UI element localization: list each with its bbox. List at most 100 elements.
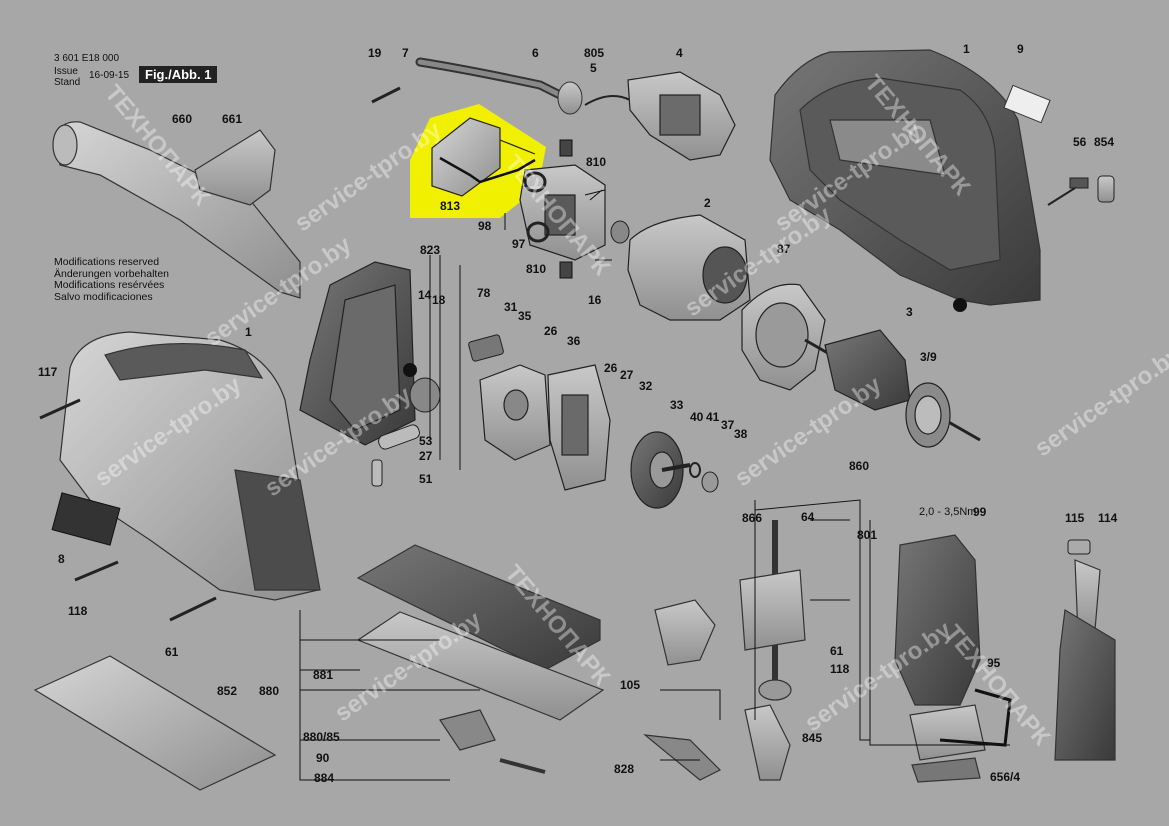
- callout-label: 6: [532, 46, 539, 60]
- part-87-fan-guide: [741, 283, 826, 391]
- note-de: Änderungen vorbehalten: [54, 267, 170, 280]
- callout-label: 3: [906, 305, 913, 319]
- callout-label: 41: [706, 410, 720, 424]
- part-1-top-housing: [769, 49, 1041, 306]
- part-661: [194, 129, 276, 206]
- callout-label: 19: [368, 46, 382, 60]
- callout-label: 27: [419, 449, 433, 463]
- callout-label: 9: [1017, 42, 1024, 56]
- part-810-brush-top: [559, 139, 573, 157]
- part-95-wire: [939, 688, 1012, 747]
- callout-label: 32: [639, 379, 653, 393]
- note-fr: Modifications resérvées: [54, 279, 165, 291]
- callout-label: 854: [1094, 135, 1115, 149]
- callout-label: 823: [420, 243, 441, 257]
- callout-label: 117: [38, 365, 58, 379]
- callout-label: 7: [402, 46, 409, 60]
- callout-label: 51: [419, 472, 433, 486]
- part-801-gear-housing: [894, 534, 986, 783]
- callout-label: 881: [313, 668, 334, 682]
- callout-label: 5: [590, 61, 597, 75]
- part-118-screw-a: [74, 560, 119, 582]
- part-64-lifting-rod: [739, 520, 806, 701]
- part-40: [689, 462, 701, 478]
- part-660-nozzle: [52, 121, 301, 299]
- note-es: Salvo modificaciones: [54, 290, 153, 303]
- callout-label: 78: [477, 286, 491, 300]
- part-56: [1047, 177, 1089, 206]
- callout-label: 27: [620, 368, 634, 382]
- callout-label: 90: [316, 751, 330, 765]
- callout-label: 26: [544, 324, 558, 338]
- callout-label: 16: [588, 293, 602, 307]
- callout-label: 810: [586, 155, 607, 169]
- part-36-bracket: [547, 364, 611, 491]
- x-marker-2: [953, 298, 967, 312]
- part-35-plate: [479, 364, 551, 461]
- part-823-housing-half: [299, 261, 416, 446]
- callout-label: 35: [518, 309, 532, 323]
- part-bearing: [610, 220, 630, 244]
- part-33-gear: [630, 431, 691, 509]
- part-18: [409, 377, 441, 413]
- part-845-holder: [643, 599, 791, 781]
- callout-label: 99: [973, 505, 987, 519]
- callout-label: 810: [526, 262, 547, 276]
- callout-label: 118: [830, 662, 850, 676]
- callout-label: 884: [314, 771, 335, 785]
- stand-label: Stand: [54, 77, 81, 88]
- part-8-label: [51, 492, 121, 546]
- callout-label: 61: [830, 644, 844, 658]
- callout-label: 656/4: [990, 770, 1021, 784]
- callout-label: 18: [432, 293, 446, 307]
- callout-label: 828: [614, 762, 635, 776]
- callout-label: 87: [777, 242, 791, 256]
- part-41: [701, 471, 719, 493]
- part-6-cable: [415, 57, 631, 115]
- callout-label: 37: [721, 418, 735, 432]
- part-78: [468, 334, 504, 362]
- callout-label: 805: [584, 46, 605, 60]
- part-9-plate: [1003, 84, 1051, 124]
- leader-lines: [299, 189, 1010, 781]
- part-880-footplate: [356, 544, 605, 774]
- callout-label: 38: [734, 427, 748, 441]
- issue-label: Issue: [54, 66, 78, 77]
- issue-date: 16-09-15: [89, 70, 130, 81]
- callout-label: 26: [604, 361, 618, 375]
- callout-label: 1: [963, 42, 970, 56]
- callout-label: 36: [567, 334, 581, 348]
- figure-label: Fig./Abb. 1: [139, 66, 218, 83]
- part-51: [371, 459, 383, 487]
- callout-label: 14: [418, 288, 432, 302]
- callout-label: 98: [478, 219, 492, 233]
- callout-label: 31: [504, 300, 518, 314]
- part-852-base-plate: [33, 655, 277, 791]
- modifications-notes: Modifications reserved Änderungen vorbeh…: [54, 256, 170, 303]
- callout-label: 801: [857, 528, 878, 542]
- callout-label: 105: [620, 678, 641, 692]
- callout-label: 880/85: [303, 730, 340, 744]
- part-118-screw-b: [169, 596, 217, 622]
- callout-label: 4: [676, 46, 683, 60]
- callout-label: 661: [222, 112, 243, 126]
- callout-label: 56: [1073, 135, 1087, 149]
- doc-number: 3 601 E18 000: [54, 53, 120, 64]
- part-3-armature: [804, 329, 981, 448]
- callout-label: 118: [68, 604, 88, 618]
- part-2-stator: [627, 214, 751, 321]
- callout-label: 845: [802, 731, 823, 745]
- callout-label: 115: [1065, 511, 1085, 525]
- callout-label: 61: [165, 645, 179, 659]
- callout-label: 53: [419, 434, 433, 448]
- part-810-brush-bottom: [559, 261, 573, 279]
- part-19-screw: [371, 86, 401, 104]
- part-1-handle-housing: [59, 331, 321, 601]
- callout-label: 97: [512, 237, 526, 251]
- callout-label: 852: [217, 684, 238, 698]
- x-marker-1: [403, 363, 417, 377]
- callout-label: 64: [801, 510, 815, 524]
- callout-label: 33: [670, 398, 684, 412]
